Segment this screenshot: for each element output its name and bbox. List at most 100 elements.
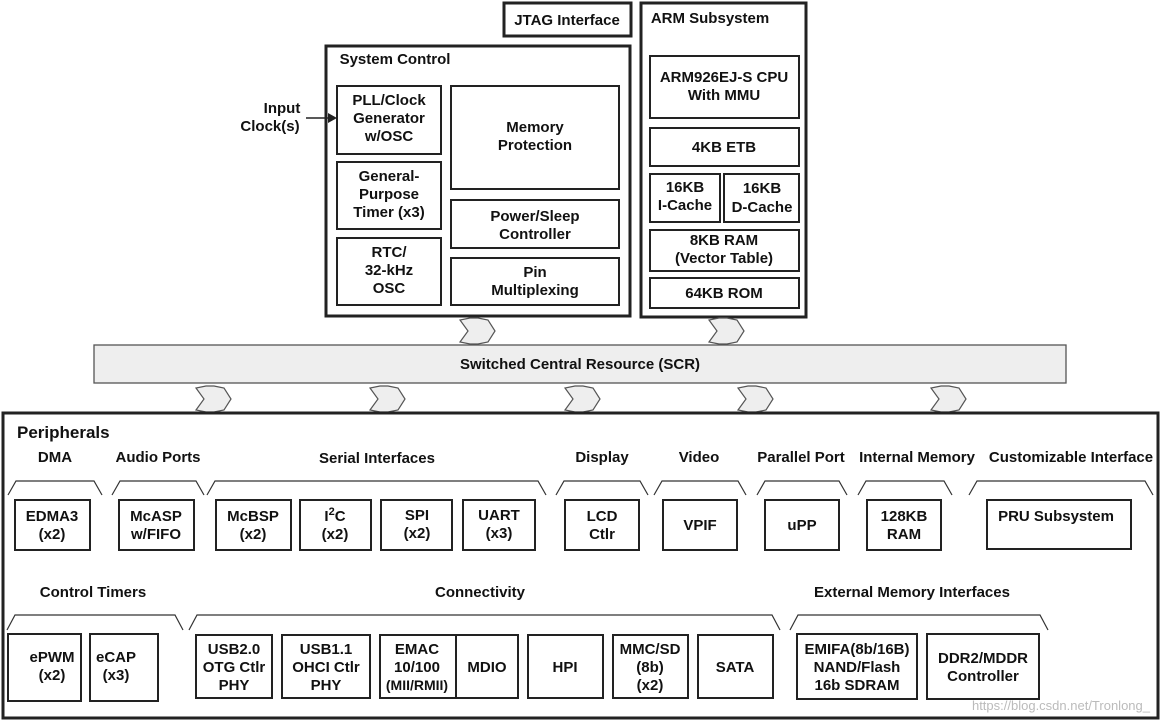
etb-label: 4KB ETB [692, 139, 756, 156]
usb11-box [281, 634, 371, 699]
ddr-line2: Controller [947, 668, 1019, 685]
bracket-parallel [756, 480, 848, 496]
spi-line1: SPI [405, 507, 429, 524]
scr-peripheral-arrow-2 [368, 385, 406, 413]
bracket-connectivity [188, 614, 781, 631]
mcbsp-line1: McBSP [227, 508, 279, 525]
rtc-line1: RTC/ [372, 244, 408, 261]
emac-line2: 10/100 [394, 659, 440, 676]
bracket-ext-mem [789, 614, 1049, 631]
rtc-box [336, 237, 442, 306]
input-clock-line2: Clock(s) [240, 118, 299, 135]
ecap-line2: (x3) [103, 667, 130, 684]
usb20-line1: USB2.0 [208, 641, 261, 658]
bracket-display [555, 480, 649, 496]
arm-cpu-line1: ARM926EJ-S CPU [660, 69, 788, 86]
bracket-internal-mem [857, 480, 953, 496]
icache-line1: 16KB [666, 179, 705, 196]
scr-label: Switched Central Resource (SCR) [460, 356, 700, 373]
mcasp-line1: McASP [130, 508, 182, 525]
power-sleep-box [450, 199, 620, 249]
scr-peripheral-arrow-5 [929, 385, 967, 413]
gp-timer-line2: Purpose [359, 186, 419, 203]
uart-line1: UART [478, 507, 520, 524]
internal-ram-box [866, 499, 942, 551]
ddr-box [926, 633, 1040, 700]
mmc-sd-line1: MMC/SD [620, 641, 681, 658]
gp-timer-line3: Timer (x3) [353, 204, 424, 221]
upp-box [764, 499, 840, 551]
hpi-label: HPI [552, 659, 577, 676]
group-timers-label: Control Timers [40, 584, 146, 601]
vector-ram-box [649, 229, 800, 272]
usb20-line3: PHY [219, 677, 250, 694]
dcache-line2: D-Cache [732, 199, 793, 216]
rtc-line3: OSC [373, 280, 406, 297]
watermark-text: https://blog.csdn.net/Tronlong_ [972, 698, 1151, 713]
epwm-line2: (x2) [39, 667, 66, 684]
arm-subsystem-title: ARM Subsystem [651, 10, 769, 27]
bracket-audio [111, 480, 205, 496]
bracket-timers [6, 614, 184, 631]
sata-label: SATA [716, 659, 755, 676]
arm-cpu-box [649, 55, 800, 119]
scr-bar [93, 344, 1067, 384]
group-internal-mem-label: Internal Memory [859, 449, 976, 466]
usb11-line3: PHY [311, 677, 342, 694]
scr-peripheral-arrow-1 [194, 385, 232, 413]
ddr-line1: DDR2/MDDR [938, 650, 1028, 667]
group-ext-mem-label: External Memory Interfaces [814, 584, 1010, 601]
usb11-line2: OHCI Ctlr [292, 659, 360, 676]
pru-box [986, 499, 1132, 550]
mmc-sd-line2: (8b) [636, 659, 664, 676]
vector-ram-line2: (Vector Table) [675, 250, 773, 267]
group-serial-label: Serial Interfaces [319, 450, 435, 467]
group-audio-label: Audio Ports [116, 449, 201, 466]
bracket-video [653, 480, 747, 496]
dcache-box [723, 173, 800, 223]
group-custom-label: Customizable Interface [989, 449, 1153, 466]
vector-ram-line1: 8KB RAM [690, 232, 758, 249]
rtc-line2: 32-kHz [365, 262, 413, 279]
input-clock-line1: Input [264, 100, 301, 117]
power-sleep-line2: Controller [499, 226, 571, 243]
i2c-line1: I2C [324, 506, 345, 525]
internal-ram-line1: 128KB [881, 508, 928, 525]
emifa-box [796, 633, 918, 700]
arm-cpu-line2: With MMU [688, 87, 760, 104]
i2c-box [299, 499, 372, 551]
group-display-label: Display [575, 449, 629, 466]
spi-line2: (x2) [404, 525, 431, 542]
epwm-box [7, 633, 82, 702]
gp-timer-line1: General- [359, 168, 420, 185]
mcasp-box [118, 499, 195, 551]
group-video-label: Video [679, 449, 720, 466]
emifa-line2: NAND/Flash [814, 659, 901, 676]
lcd-line1: LCD [587, 508, 618, 525]
pru-label: PRU Subsystem [998, 508, 1114, 525]
sysctl-scr-arrow [458, 317, 496, 345]
icache-line2: I-Cache [658, 197, 712, 214]
group-parallel-label: Parallel Port [757, 449, 845, 466]
edma3-box [14, 499, 91, 551]
group-connectivity-label: Connectivity [435, 584, 526, 601]
pin-mux-line2: Multiplexing [491, 282, 579, 299]
usb20-line2: OTG Ctlr [203, 659, 266, 676]
scr-peripheral-arrow-3 [563, 385, 601, 413]
bracket-dma [7, 480, 103, 496]
emifa-line3: 16b SDRAM [814, 677, 899, 694]
pin-mux-box [450, 257, 620, 306]
spi-box [380, 499, 453, 551]
input-clock-arrow-head [328, 113, 337, 123]
pll-line3: w/OSC [364, 128, 414, 145]
emac-line1: EMAC [395, 641, 439, 658]
pll-line1: PLL/Clock [352, 92, 426, 109]
group-dma-label: DMA [38, 449, 72, 466]
mcbsp-line2: (x2) [240, 526, 267, 543]
edma3-line2: (x2) [39, 526, 66, 543]
rom-label: 64KB ROM [685, 285, 763, 302]
jtag-interface-label: JTAG Interface [514, 12, 620, 29]
etb-box [649, 127, 800, 167]
